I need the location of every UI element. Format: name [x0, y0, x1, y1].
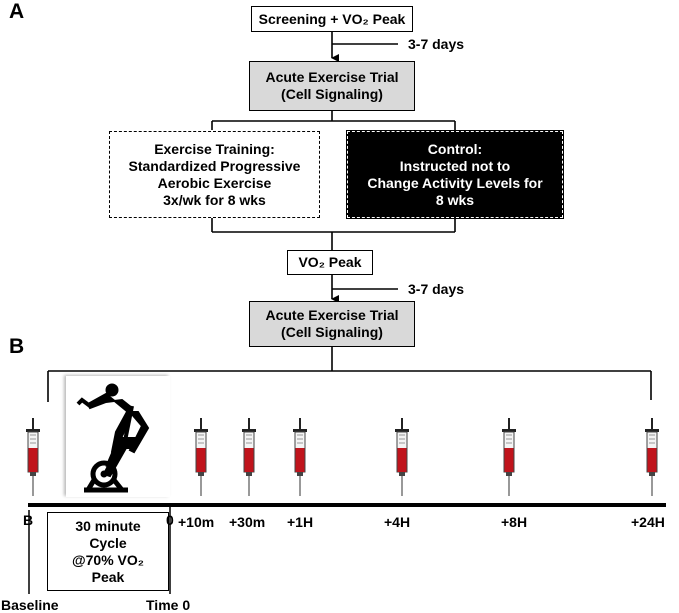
interval-label-2: 3-7 days [408, 281, 465, 297]
timepoint-label: +10m [178, 514, 215, 530]
panel-b-label: B [9, 335, 25, 358]
timepoint-label: +8H [501, 514, 528, 530]
screening-box: Screening + VO₂ Peak [251, 6, 413, 32]
timepoint-label: +30m [229, 514, 266, 530]
baseline-label: Baseline [1, 597, 59, 613]
control-box: Control: Instructed not to Change Activi… [346, 130, 564, 219]
panel-a-label: A [9, 0, 25, 23]
syringe-icon [24, 418, 42, 496]
acute-trial-box-2: Acute Exercise Trial (Cell Signaling) [249, 301, 415, 347]
timepoint-label: +1H [287, 514, 314, 530]
syringe-icon [643, 418, 661, 496]
cycle-protocol-box: 30 minute Cycle @70% VO₂ Peak [47, 512, 169, 591]
syringe-icon [291, 418, 309, 496]
timepoint-label: +4H [384, 514, 411, 530]
timeline-start-marker: B [23, 512, 34, 528]
time-zero-tick: 0 [166, 512, 174, 528]
interval-label-1: 3-7 days [408, 36, 465, 52]
cyclist-icon [66, 376, 170, 497]
syringe-icon [393, 418, 411, 496]
syringe-icon [240, 418, 258, 496]
exercise-training-box: Exercise Training: Standardized Progress… [109, 131, 320, 218]
timepoint-label: +24H [631, 514, 665, 530]
acute-trial-box-1: Acute Exercise Trial (Cell Signaling) [249, 61, 415, 111]
syringe-icon [192, 418, 210, 496]
syringe-icon [500, 418, 518, 496]
time-zero-label: Time 0 [146, 597, 191, 613]
vo2-peak-box: VO₂ Peak [287, 250, 373, 275]
